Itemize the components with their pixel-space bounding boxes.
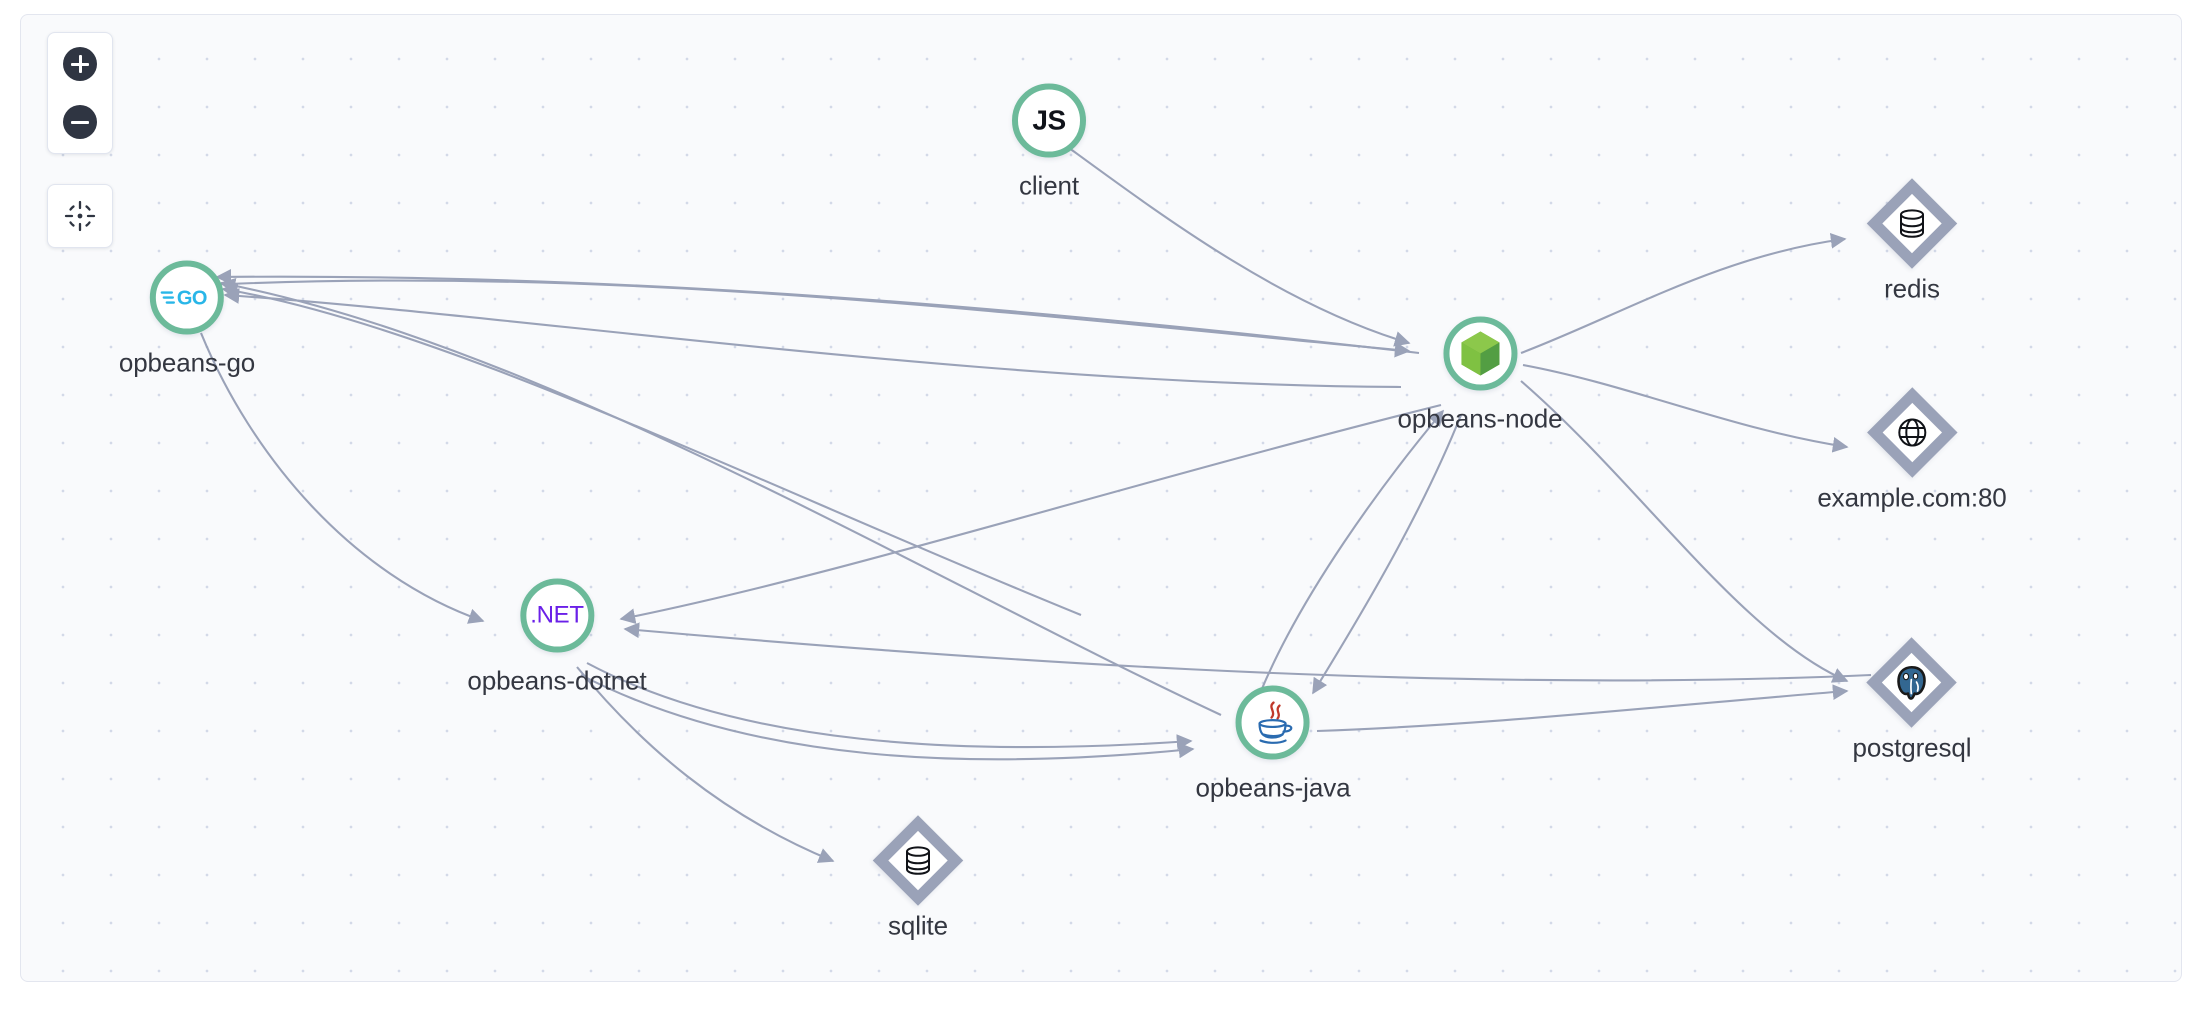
node-opbeans-node[interactable]: opbeans-node bbox=[1397, 306, 1563, 435]
globe-icon bbox=[1898, 418, 1926, 447]
edge-opbeans-node-to-example bbox=[1522, 363, 1849, 453]
edge-opbeans-java-to-opbeans-go bbox=[219, 277, 1222, 716]
node-label: sqlite bbox=[887, 910, 949, 941]
service-map-canvas[interactable]: JS client GO opbean bbox=[20, 14, 2182, 982]
dependency-icon-wrap bbox=[1893, 664, 1931, 702]
dependency-diamond bbox=[872, 815, 964, 906]
node-postgresql[interactable]: postgresql bbox=[1853, 635, 1972, 764]
dependency-diamond bbox=[1866, 637, 1958, 728]
edge-opbeans-java-to-opbeans-node bbox=[1260, 409, 1445, 692]
node-opbeans-go[interactable]: GO opbeans-go bbox=[119, 250, 255, 379]
edge-remote-to-opbeans-dotnet-b bbox=[623, 622, 1872, 682]
node-postgresql-shape bbox=[1864, 635, 1960, 731]
go-logo: GO bbox=[160, 288, 208, 310]
zoom-in-button[interactable] bbox=[58, 42, 102, 86]
edge-opbeans-node-to-postgresql bbox=[1520, 380, 1849, 683]
edge-opbeans-node-to-opbeans-go bbox=[215, 268, 1420, 355]
center-map-button[interactable] bbox=[58, 194, 102, 238]
node-label: opbeans-go bbox=[118, 347, 256, 378]
zoom-out-button[interactable] bbox=[58, 100, 102, 144]
database-icon bbox=[1900, 209, 1924, 238]
node-label: client bbox=[1018, 170, 1080, 201]
node-label: opbeans-java bbox=[1195, 772, 1351, 803]
dotnet-logo: .NET bbox=[530, 601, 584, 629]
java-logo bbox=[1258, 701, 1293, 744]
service-circle: GO bbox=[150, 260, 224, 335]
edge-remote-to-opbeans-java-b bbox=[580, 674, 1195, 761]
edge-remote-to-opbeans-dotnet-a bbox=[619, 403, 1442, 624]
nodejs-logo bbox=[1461, 331, 1499, 376]
node-client[interactable]: JS client bbox=[1001, 73, 1097, 202]
postgresql-logo bbox=[1897, 665, 1927, 700]
edge-opbeans-dotnet-to-sqlite bbox=[576, 666, 835, 863]
node-sqlite[interactable]: sqlite bbox=[870, 813, 966, 942]
node-label: redis bbox=[1884, 273, 1940, 304]
node-label: postgresql bbox=[1852, 732, 1972, 763]
crosshair-center-icon bbox=[64, 200, 96, 232]
edge-opbeans-node-to-redis bbox=[1520, 233, 1847, 354]
node-opbeans-java-shape bbox=[1225, 675, 1321, 771]
service-map-edges bbox=[200, 144, 1872, 863]
node-example-com-shape bbox=[1864, 385, 1960, 481]
edge-service-to-opbeans-go-alt bbox=[223, 288, 1402, 389]
dependency-icon-wrap bbox=[1896, 417, 1928, 449]
database-icon bbox=[906, 846, 930, 875]
dependency-icon-wrap bbox=[903, 845, 933, 877]
edge-opbeans-go-to-opbeans-dotnet bbox=[200, 332, 485, 624]
edge-opbeans-go-to-opbeans-node bbox=[206, 279, 1411, 358]
edge-opbeans-node-to-opbeans-java bbox=[1312, 414, 1462, 695]
node-redis[interactable]: redis bbox=[1864, 176, 1960, 305]
node-sqlite-shape bbox=[870, 813, 966, 909]
dependency-diamond bbox=[1866, 387, 1958, 478]
service-circle: .NET bbox=[520, 578, 594, 653]
minus-icon bbox=[63, 105, 97, 139]
node-example-com[interactable]: example.com:80 bbox=[1817, 385, 2007, 514]
node-label: opbeans-node bbox=[1397, 403, 1563, 434]
svg-text:GO: GO bbox=[177, 288, 207, 310]
node-opbeans-java[interactable]: opbeans-java bbox=[1196, 675, 1351, 804]
node-label: opbeans-dotnet bbox=[467, 665, 647, 696]
service-circle bbox=[1443, 316, 1517, 391]
node-opbeans-go-shape: GO bbox=[139, 250, 235, 346]
center-control bbox=[47, 184, 113, 248]
plus-icon bbox=[63, 47, 97, 81]
service-circle bbox=[1235, 685, 1310, 760]
node-redis-shape bbox=[1864, 176, 1960, 272]
service-circle: JS bbox=[1012, 83, 1086, 158]
dependency-diamond bbox=[1866, 178, 1958, 269]
zoom-controls bbox=[47, 32, 113, 154]
node-opbeans-dotnet[interactable]: .NET opbeans-dotnet bbox=[467, 568, 647, 697]
node-opbeans-dotnet-shape: .NET bbox=[509, 568, 605, 664]
edge-opbeans-dotnet-to-opbeans-java bbox=[586, 662, 1193, 750]
dependency-icon-wrap bbox=[1897, 208, 1927, 240]
edge-opbeans-dotnet-to-opbeans-go bbox=[221, 283, 1082, 616]
node-label: example.com:80 bbox=[1817, 482, 2007, 513]
node-client-shape: JS bbox=[1001, 73, 1097, 169]
edge-opbeans-java-to-postgresql bbox=[1316, 684, 1849, 733]
edge-client-to-opbeans-node bbox=[1064, 144, 1411, 347]
node-opbeans-node-shape bbox=[1432, 306, 1528, 402]
javascript-logo: JS bbox=[1032, 104, 1066, 136]
